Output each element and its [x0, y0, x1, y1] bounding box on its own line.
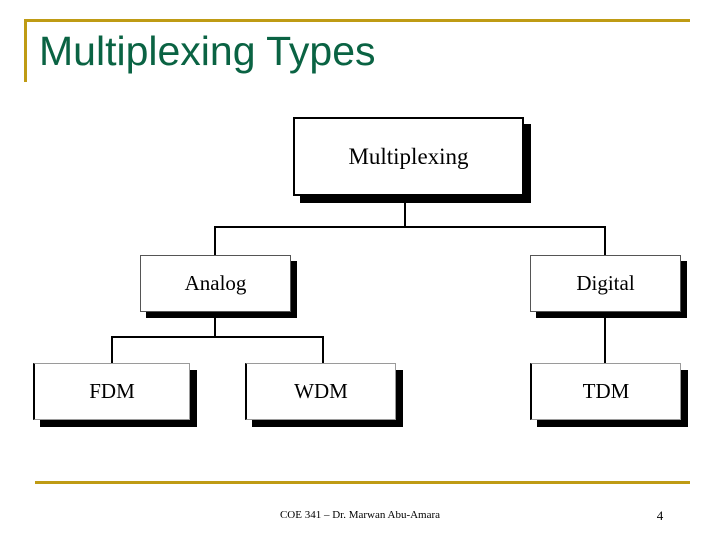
footer-page-number: 4: [656, 508, 664, 523]
title-accent-rule-left: [24, 19, 27, 82]
footer-accent-rule: [35, 481, 690, 484]
connector-level2-bus: [111, 336, 324, 338]
connector-level1-bus: [214, 226, 606, 228]
connector-analog-fdm: [111, 336, 113, 365]
diagram-node-label: Digital: [576, 271, 635, 295]
multiplexing-hierarchy-diagram: Multiplexing Analog Digital FDM WDM TDM: [33, 117, 688, 427]
connector-analog-wdm: [322, 336, 324, 365]
diagram-node-label: WDM: [294, 379, 348, 403]
connector-analog-stem: [214, 312, 216, 338]
diagram-node-wdm: WDM: [245, 363, 396, 420]
connector-multiplexing-analog: [214, 226, 216, 257]
diagram-node-label: FDM: [89, 379, 135, 403]
diagram-node-analog: Analog: [140, 255, 291, 312]
title-accent-rule-top: [24, 19, 690, 22]
diagram-node-label: Multiplexing: [348, 143, 469, 169]
connector-multiplexing-stem: [404, 196, 406, 228]
connector-multiplexing-digital: [604, 226, 606, 257]
diagram-node-tdm: TDM: [530, 363, 681, 420]
diagram-node-multiplexing: Multiplexing: [293, 117, 524, 196]
diagram-node-label: Analog: [184, 271, 247, 295]
diagram-node-fdm: FDM: [33, 363, 190, 420]
diagram-node-label: TDM: [582, 379, 630, 403]
connector-digital-tdm: [604, 312, 606, 365]
page-title: Multiplexing Types: [39, 28, 376, 74]
footer-course-credit: COE 341 – Dr. Marwan Abu-Amara: [279, 509, 441, 521]
diagram-node-digital: Digital: [530, 255, 681, 312]
